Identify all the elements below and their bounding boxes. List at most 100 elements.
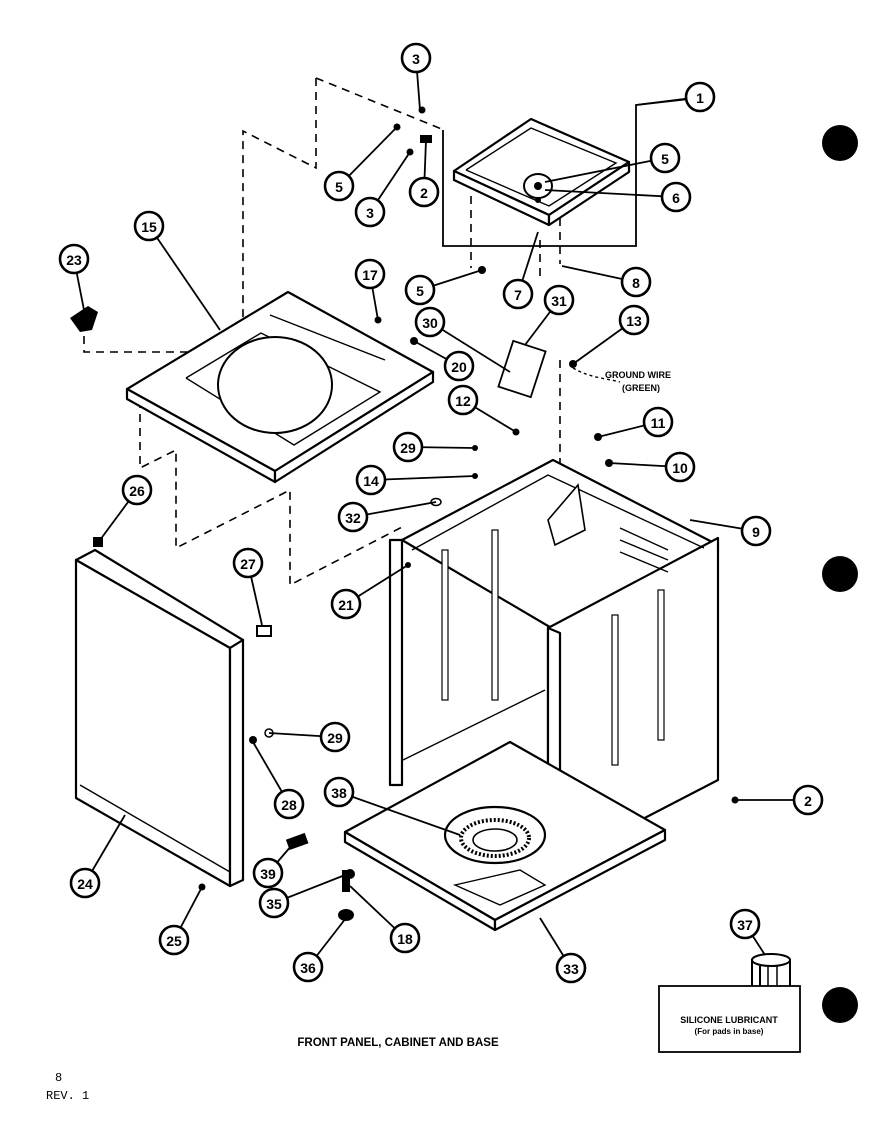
callout-number: 17 — [362, 267, 378, 283]
callout-c-21: 21 — [330, 588, 362, 620]
binder-hole-bottom — [822, 987, 858, 1023]
callout-circle — [555, 952, 587, 984]
callout-circle — [408, 176, 440, 208]
callout-number: 1 — [696, 90, 704, 106]
callout-circle — [252, 857, 284, 889]
callout-circle — [400, 42, 432, 74]
callout-circle — [649, 142, 681, 174]
bracket-part-30-31 — [497, 339, 547, 399]
leader-c-5b — [544, 157, 666, 183]
callout-c-15: 15 — [133, 210, 165, 242]
top-panel-opening — [217, 336, 333, 434]
callout-number: 25 — [166, 933, 182, 949]
callout-c-1: 1 — [684, 81, 716, 113]
foot-part-18 — [342, 870, 350, 892]
callout-number: 11 — [651, 415, 666, 431]
callout-c-29a: 29 — [392, 431, 424, 463]
callout-c-26: 26 — [121, 474, 153, 506]
callout-circle — [443, 350, 475, 382]
callout-number: 5 — [416, 283, 424, 299]
callout-circle — [258, 887, 290, 919]
callout-c-5c: 5 — [404, 274, 436, 306]
callout-c-38: 38 — [323, 776, 355, 808]
callout-circle — [69, 867, 101, 899]
callout-circle — [684, 81, 716, 113]
callout-number: 30 — [422, 315, 438, 331]
cabinet-vent-slots — [619, 527, 669, 573]
binder-hole-top — [822, 125, 858, 161]
callout-c-10: 10 — [664, 451, 696, 483]
callout-circle — [323, 170, 355, 202]
callout-number: 20 — [451, 359, 467, 375]
callout-number: 35 — [266, 896, 282, 912]
callout-circle — [502, 278, 534, 310]
callout-circle — [337, 501, 369, 533]
leader-c-38 — [338, 791, 461, 836]
callout-c-25: 25 — [158, 924, 190, 956]
front-panel — [74, 548, 245, 888]
callout-number: 26 — [129, 483, 145, 499]
callout-number: 13 — [626, 313, 642, 329]
callout-c-20: 20 — [443, 350, 475, 382]
top-panel — [125, 290, 435, 484]
callout-number: 36 — [300, 960, 316, 976]
callout-circle — [414, 306, 446, 338]
callout-number: 23 — [66, 252, 82, 268]
callout-number: 3 — [366, 205, 374, 221]
callout-circle — [729, 908, 761, 940]
callout-c-39: 39 — [252, 857, 284, 889]
base — [343, 740, 667, 932]
callout-c-14: 14 — [355, 464, 387, 496]
callout-number: 27 — [240, 556, 256, 572]
page-number: 8 — [55, 1071, 62, 1085]
callout-circle — [392, 431, 424, 463]
callout-number: 32 — [345, 510, 361, 526]
callout-c-12: 12 — [447, 384, 479, 416]
callout-circle — [354, 258, 386, 290]
callout-c-2b: 2 — [792, 784, 824, 816]
callout-number: 28 — [281, 797, 297, 813]
callout-circle — [121, 474, 153, 506]
callout-number: 29 — [400, 440, 416, 456]
lubricant-label-box — [658, 985, 801, 1053]
callout-number: 2 — [420, 185, 428, 201]
callout-c-5b: 5 — [649, 142, 681, 174]
callout-number: 14 — [363, 473, 379, 489]
callout-circle — [664, 451, 696, 483]
callout-c-32: 32 — [337, 501, 369, 533]
callout-number: 6 — [672, 190, 680, 206]
clip-part-27 — [256, 625, 272, 637]
callout-circle — [620, 266, 652, 298]
callout-c-13: 13 — [618, 304, 650, 336]
callout-circle — [133, 210, 165, 242]
clip-part-26 — [93, 537, 103, 547]
callout-circle — [232, 547, 264, 579]
leader-c-15 — [148, 225, 221, 331]
callout-circle — [792, 784, 824, 816]
callout-c-9: 9 — [740, 515, 772, 547]
callout-c-2a: 2 — [408, 176, 440, 208]
callout-number: 9 — [752, 524, 760, 540]
callout-circle — [618, 304, 650, 336]
callout-c-5a: 5 — [323, 170, 355, 202]
callout-c-3b: 3 — [354, 196, 386, 228]
callout-c-23: 23 — [58, 243, 90, 275]
callout-circle — [58, 243, 90, 275]
callout-number: 5 — [661, 151, 669, 167]
callout-c-28: 28 — [273, 788, 305, 820]
callout-number: 15 — [141, 219, 157, 235]
callout-c-11: 11 — [642, 406, 674, 438]
callout-number: 8 — [632, 275, 640, 291]
knob-part-23 — [70, 306, 98, 332]
callout-number: 29 — [327, 730, 343, 746]
callout-c-31: 31 — [543, 284, 575, 316]
callout-circle — [447, 384, 479, 416]
callout-circle — [292, 951, 324, 983]
callout-c-17: 17 — [354, 258, 386, 290]
callout-c-27: 27 — [232, 547, 264, 579]
leader-c-6 — [544, 189, 677, 198]
leader-c-30 — [429, 321, 511, 373]
callout-circle — [273, 788, 305, 820]
